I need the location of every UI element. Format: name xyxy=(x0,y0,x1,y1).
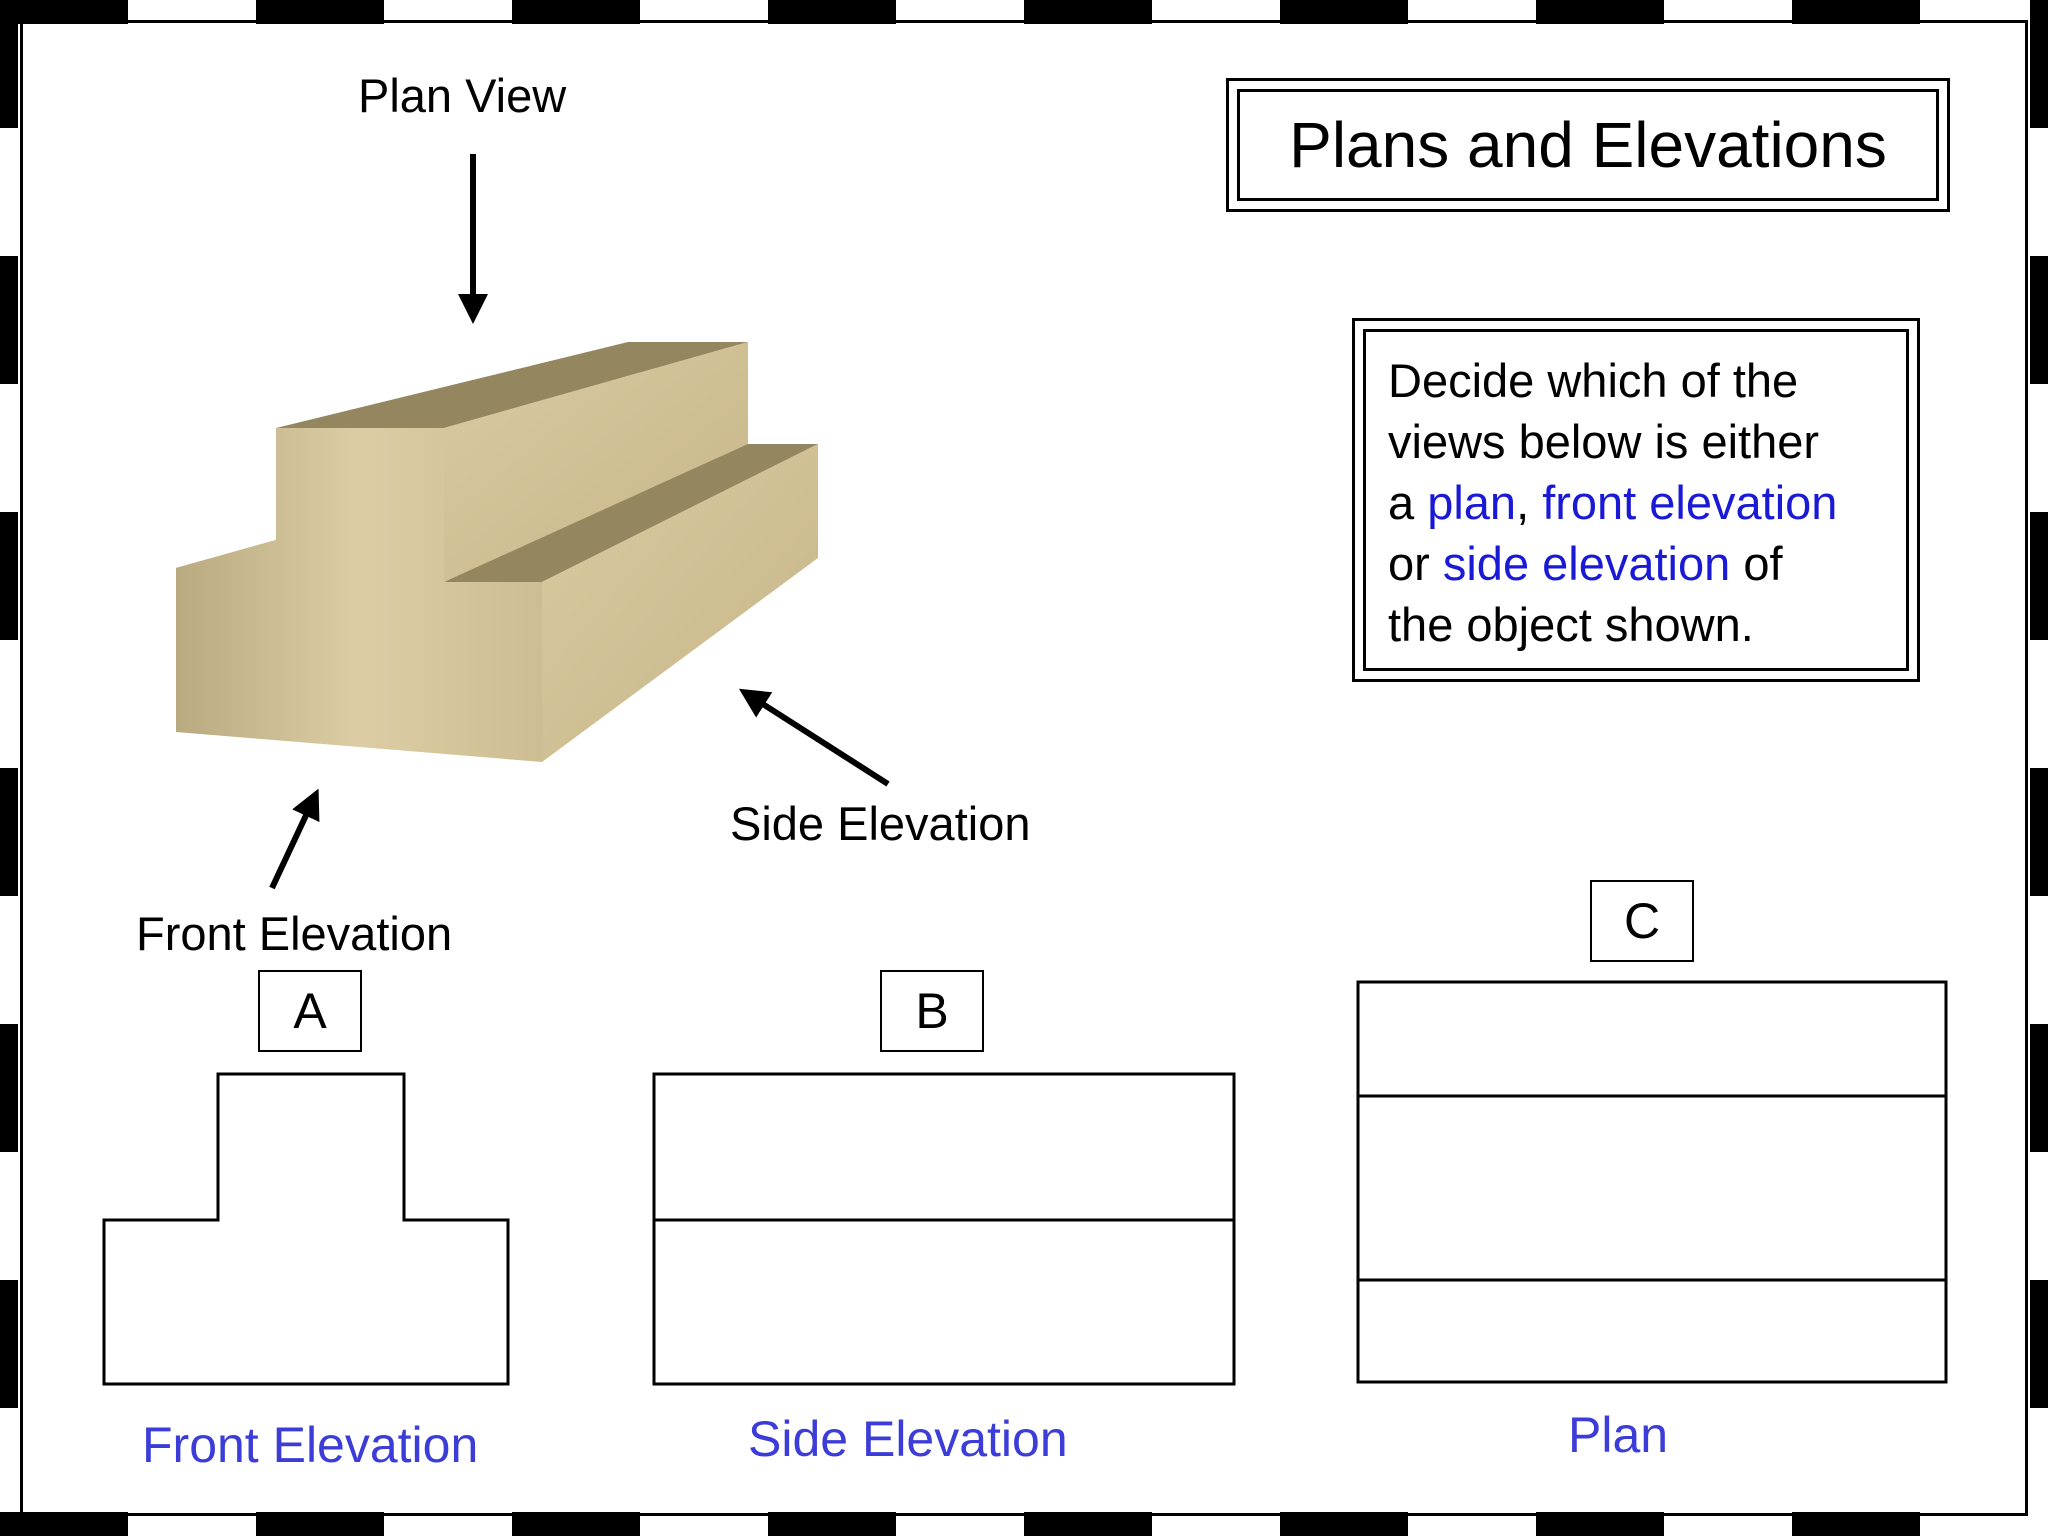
answer-b: Side Elevation xyxy=(748,1411,1068,1467)
border-segment xyxy=(768,1512,896,1536)
border-segment xyxy=(0,1024,18,1152)
instructions-frame: Decide which of the views below is eithe… xyxy=(1352,318,1920,682)
label-front-elevation: Front Elevation xyxy=(136,907,453,960)
border-segment xyxy=(1792,0,1920,24)
text-or: or xyxy=(1388,537,1443,590)
view-a-letter: A xyxy=(258,970,362,1052)
border-segment xyxy=(2025,20,2028,1516)
border-segment xyxy=(1280,1512,1408,1536)
text-a: a xyxy=(1388,476,1428,529)
block-side-upper xyxy=(444,342,748,582)
border-segment xyxy=(0,1280,18,1408)
border-segment xyxy=(768,0,896,24)
border-segment xyxy=(1536,0,1664,24)
text-of: of xyxy=(1730,537,1783,590)
border-segment xyxy=(1792,1512,1920,1536)
border-segment xyxy=(2030,1280,2048,1408)
block-front xyxy=(176,428,542,762)
border-segment xyxy=(2030,1024,2048,1152)
border-segment xyxy=(0,0,128,24)
border-segment xyxy=(0,512,18,640)
border-segment xyxy=(1024,1512,1152,1536)
term-plan: plan xyxy=(1427,476,1517,529)
term-side-elevation: side elevation xyxy=(1442,537,1731,590)
block-top-upper xyxy=(276,342,748,428)
t-block xyxy=(176,342,818,762)
border-segment xyxy=(256,1512,384,1536)
instructions-line-4: or side elevation of xyxy=(1388,533,1906,594)
border-segment xyxy=(2030,0,2048,128)
view-a-shape xyxy=(102,1072,510,1386)
border-segment xyxy=(2030,256,2048,384)
border-segment xyxy=(512,0,640,24)
border-segment xyxy=(1280,0,1408,24)
view-c-letter: C xyxy=(1590,880,1694,962)
text-comma: , xyxy=(1516,476,1543,529)
label-plan-view: Plan View xyxy=(358,69,567,122)
border-segment xyxy=(0,1512,128,1536)
front-elevation-arrow-icon xyxy=(269,788,320,890)
view-c-shape xyxy=(1356,980,1948,1384)
label-side-elevation: Side Elevation xyxy=(730,797,1031,850)
block-side-lower xyxy=(542,444,818,762)
page-title: Plans and Elevations xyxy=(1237,89,1939,201)
border-segment xyxy=(2030,512,2048,640)
border-segment xyxy=(2030,768,2048,896)
answer-c: Plan xyxy=(1568,1407,1669,1463)
block-top-right-step xyxy=(444,444,818,582)
border-segment xyxy=(256,0,384,24)
instructions-line-1: Decide which of the xyxy=(1388,354,1799,407)
instructions-line-3: a plan, front elevation xyxy=(1388,472,1906,533)
side-elevation-arrow-icon xyxy=(738,688,890,787)
instructions-text: Decide which of the views below is eithe… xyxy=(1363,329,1909,671)
instructions-line-2: views below is either xyxy=(1388,415,1820,468)
border-segment xyxy=(512,1512,640,1536)
title-frame: Plans and Elevations xyxy=(1226,78,1950,212)
border-segment xyxy=(1024,0,1152,24)
border-segment xyxy=(1536,1512,1664,1536)
view-b-shape xyxy=(652,1072,1236,1386)
answer-a: Front Elevation xyxy=(142,1417,479,1473)
view-b-letter: B xyxy=(880,970,984,1052)
instructions-line-5: the object shown. xyxy=(1388,598,1754,651)
border-segment xyxy=(0,256,18,384)
border-segment xyxy=(0,768,18,896)
term-front-elevation: front elevation xyxy=(1542,476,1838,529)
border-segment xyxy=(20,20,23,1516)
border-segment xyxy=(0,0,18,128)
